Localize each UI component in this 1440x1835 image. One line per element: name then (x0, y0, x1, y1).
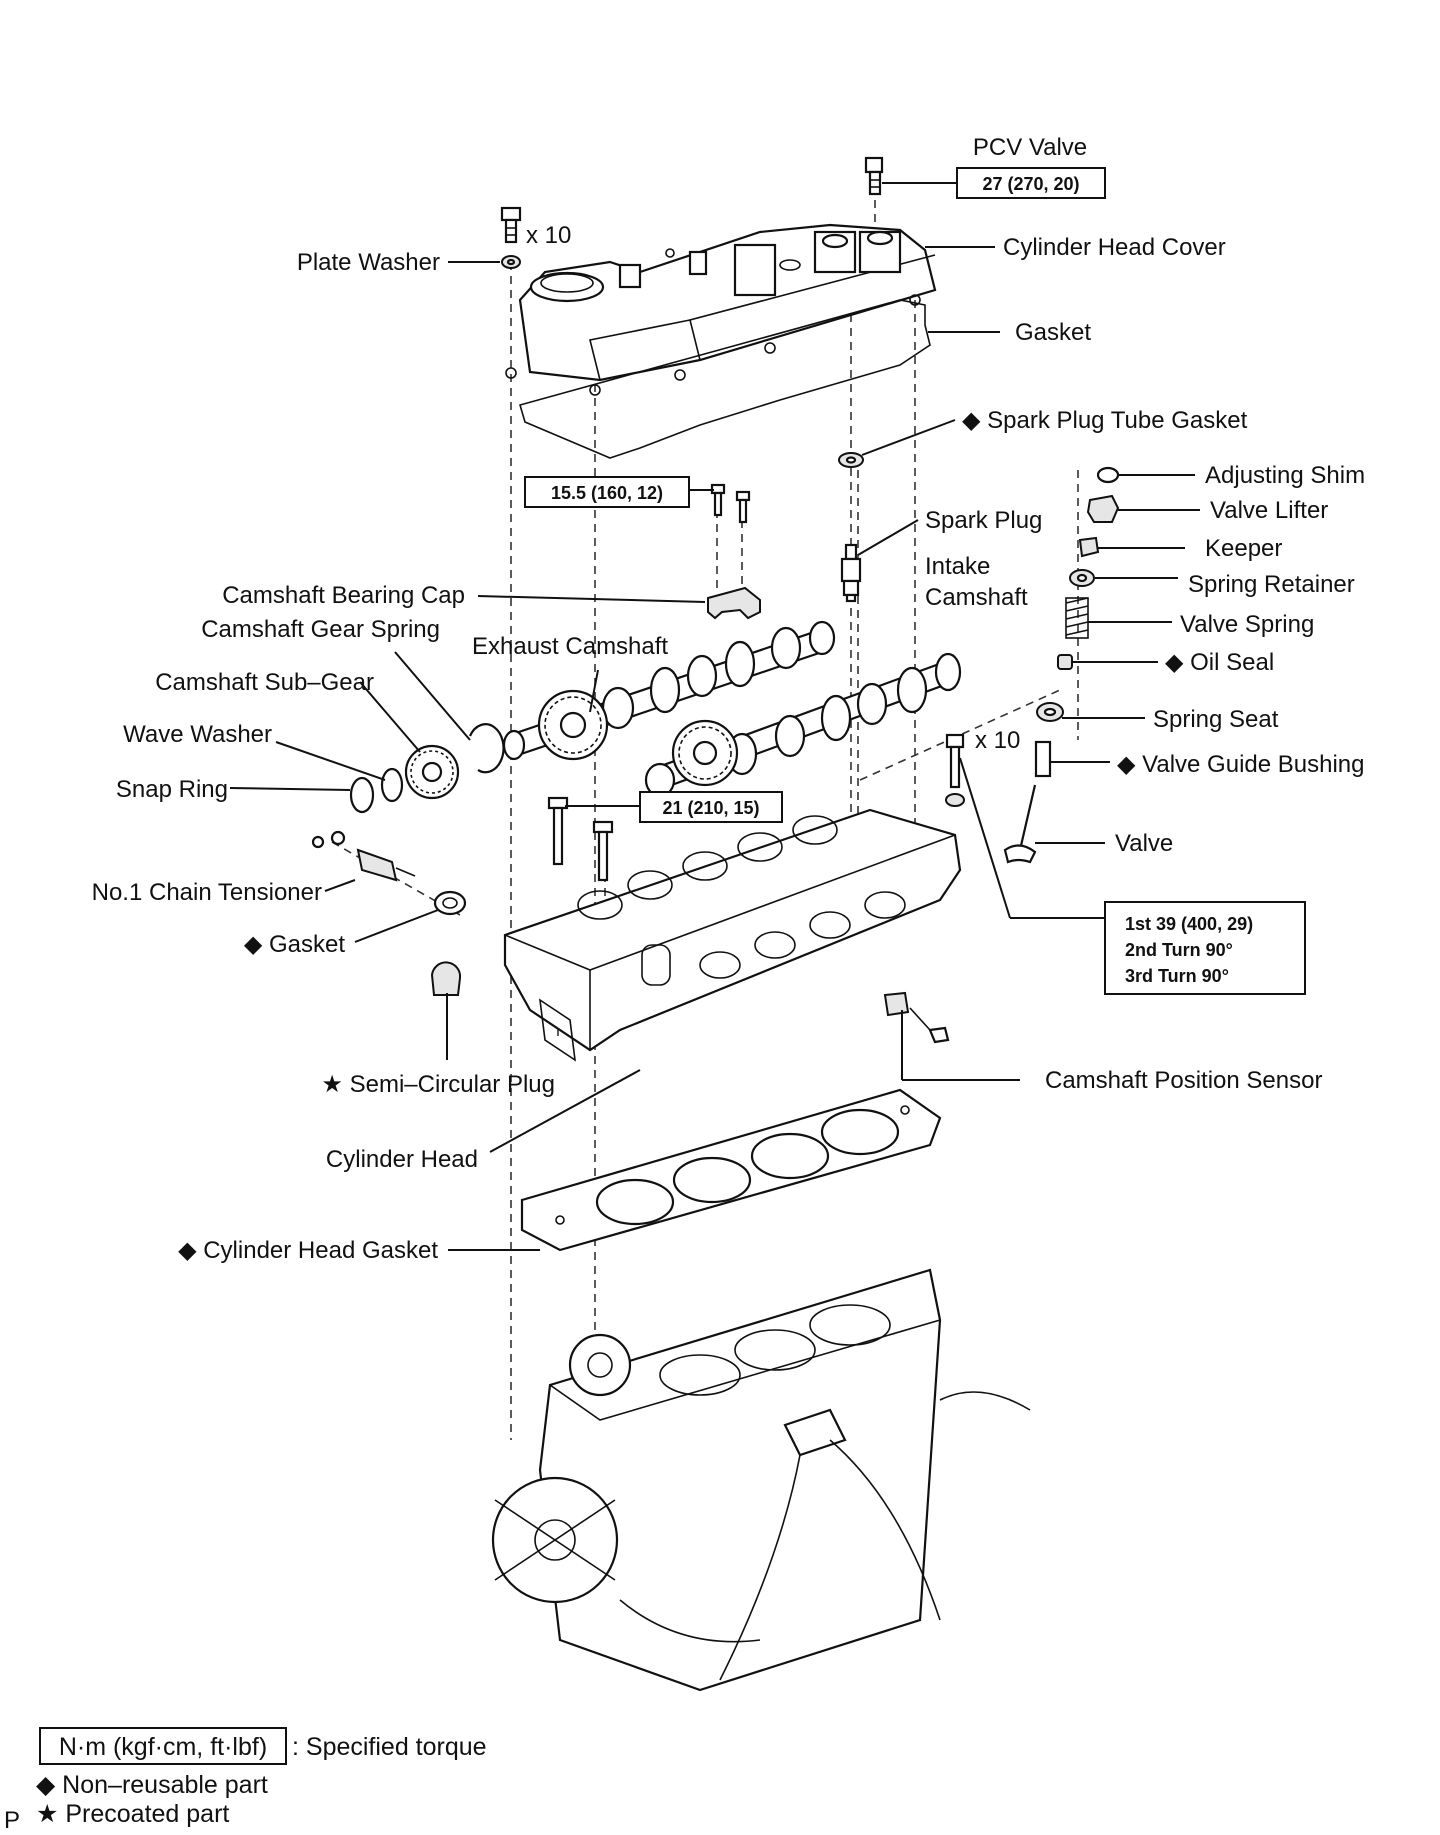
camshaft-position-sensor (883, 991, 950, 1044)
cylinder-head-cover (505, 223, 937, 396)
label-valve-lifter: Valve Lifter (1210, 497, 1328, 524)
wave-washer (380, 767, 404, 803)
valve (1003, 784, 1037, 864)
camshaft-bearing-cap (707, 586, 761, 620)
spark-plug-tube-gasket (838, 452, 864, 468)
label-cylinder-head: Cylinder Head (326, 1146, 478, 1173)
bearing-cap-bolts (710, 483, 751, 524)
label-valve: Valve (1115, 830, 1173, 857)
exhaust-camshaft-gear (537, 689, 609, 761)
part-labels: PCV Valve Plate Washer Cylinder Head Cov… (92, 134, 1365, 1264)
label-cylinder-head-cover: Cylinder Head Cover (1003, 234, 1226, 261)
adjusting-shim (1096, 466, 1120, 484)
label-spring-retainer: Spring Retainer (1188, 571, 1355, 598)
camshaft-sub-gear (404, 744, 460, 800)
label-wave-washer: Wave Washer (123, 721, 272, 748)
label-cylinder-head-gasket: ◆ Cylinder Head Gasket (178, 1237, 438, 1264)
svg-text:2nd Turn 90°: 2nd Turn 90° (1125, 940, 1233, 960)
label-exhaust-camshaft: Exhaust Camshaft (472, 633, 668, 660)
label-spark-plug-tube-gasket: ◆ Spark Plug Tube Gasket (962, 407, 1248, 434)
label-chain-tensioner: No.1 Chain Tensioner (92, 879, 322, 906)
cover-bolt (500, 206, 522, 244)
label-intake-camshaft-2: Camshaft (925, 584, 1028, 611)
label-valve-guide-bushing: ◆ Valve Guide Bushing (1117, 751, 1365, 778)
label-keeper: Keeper (1205, 535, 1282, 562)
label-spark-plug: Spark Plug (925, 507, 1042, 534)
label-gasket-cover: Gasket (1015, 319, 1091, 346)
label-camshaft-sub-gear: Camshaft Sub–Gear (155, 669, 374, 696)
torque-box-head-bolt: 1st 39 (400, 29) 2nd Turn 90° 3rd Turn 9… (1104, 901, 1306, 995)
oil-seal (1057, 654, 1073, 670)
camshaft-gear-spring (468, 723, 505, 774)
cover-bolts-qty: x 10 (526, 222, 571, 249)
label-camshaft-gear-spring: Camshaft Gear Spring (201, 616, 440, 643)
label-oil-seal: ◆ Oil Seal (1165, 649, 1274, 676)
snap-ring (349, 776, 375, 814)
chain-tensioner (311, 830, 416, 882)
label-intake-camshaft-1: Intake (925, 553, 990, 580)
valve-guide-bushing (1034, 740, 1052, 778)
spring-seat (1036, 702, 1064, 722)
label-plate-washer: Plate Washer (297, 249, 440, 276)
legend-torque-desc: : Specified torque (292, 1733, 487, 1761)
engine-block (491, 1268, 1031, 1692)
torque-box-bearing-cap: 15.5 (160, 12) (524, 476, 690, 508)
legend-torque-box (39, 1727, 287, 1765)
svg-text:21 (210, 15): 21 (210, 15) (662, 798, 759, 818)
legend: N·m (kgf·cm, ft·lbf) : Specified torque … (4, 1727, 487, 1834)
legend-torque-units: N·m (kgf·cm, ft·lbf) (59, 1733, 267, 1761)
cylinder-head (503, 808, 962, 1062)
label-camshaft-bearing-cap: Camshaft Bearing Cap (222, 582, 465, 609)
label-valve-spring: Valve Spring (1180, 611, 1314, 638)
label-snap-ring: Snap Ring (116, 776, 228, 803)
spark-plug (840, 543, 862, 603)
legend-corner-mark: P (4, 1807, 20, 1830)
svg-text:1st 39 (400, 29): 1st 39 (400, 29) (1125, 914, 1253, 934)
intake-camshaft-gear (671, 719, 739, 787)
head-bolt-front (547, 796, 614, 882)
svg-text:15.5 (160, 12): 15.5 (160, 12) (551, 483, 663, 503)
plate-washer (501, 255, 521, 269)
valve-lifter (1086, 494, 1120, 523)
label-pcv-valve: PCV Valve (973, 134, 1087, 161)
valve-spring (1065, 597, 1089, 639)
label-spring-seat: Spring Seat (1153, 706, 1279, 733)
label-adjusting-shim: Adjusting Shim (1205, 462, 1365, 489)
leader-lines (229, 182, 1200, 1251)
head-bolt-main (945, 733, 965, 807)
tensioner-gasket (433, 890, 467, 916)
torque-box-pcv: 27 (270, 20) (956, 167, 1106, 199)
legend-non-reusable: ◆ Non–reusable part (36, 1771, 268, 1799)
legend-precoated: ★ Precoated part (36, 1800, 229, 1828)
semi-circular-plug (430, 961, 462, 996)
torque-box-head-front: 21 (210, 15) (639, 791, 783, 823)
pcv-valve (864, 156, 884, 196)
label-camshaft-position-sensor: Camshaft Position Sensor (1045, 1067, 1322, 1094)
svg-text:27 (270, 20): 27 (270, 20) (982, 174, 1079, 194)
cover-gasket (519, 299, 931, 459)
svg-text:3rd Turn 90°: 3rd Turn 90° (1125, 966, 1229, 986)
spring-retainer (1069, 569, 1095, 587)
head-bolts-qty: x 10 (975, 727, 1020, 754)
cylinder-head-gasket (520, 1088, 942, 1252)
label-semi-circular-plug: ★ Semi–Circular Plug (321, 1071, 555, 1098)
label-gasket-tensioner: ◆ Gasket (244, 931, 345, 958)
keeper (1078, 536, 1100, 558)
